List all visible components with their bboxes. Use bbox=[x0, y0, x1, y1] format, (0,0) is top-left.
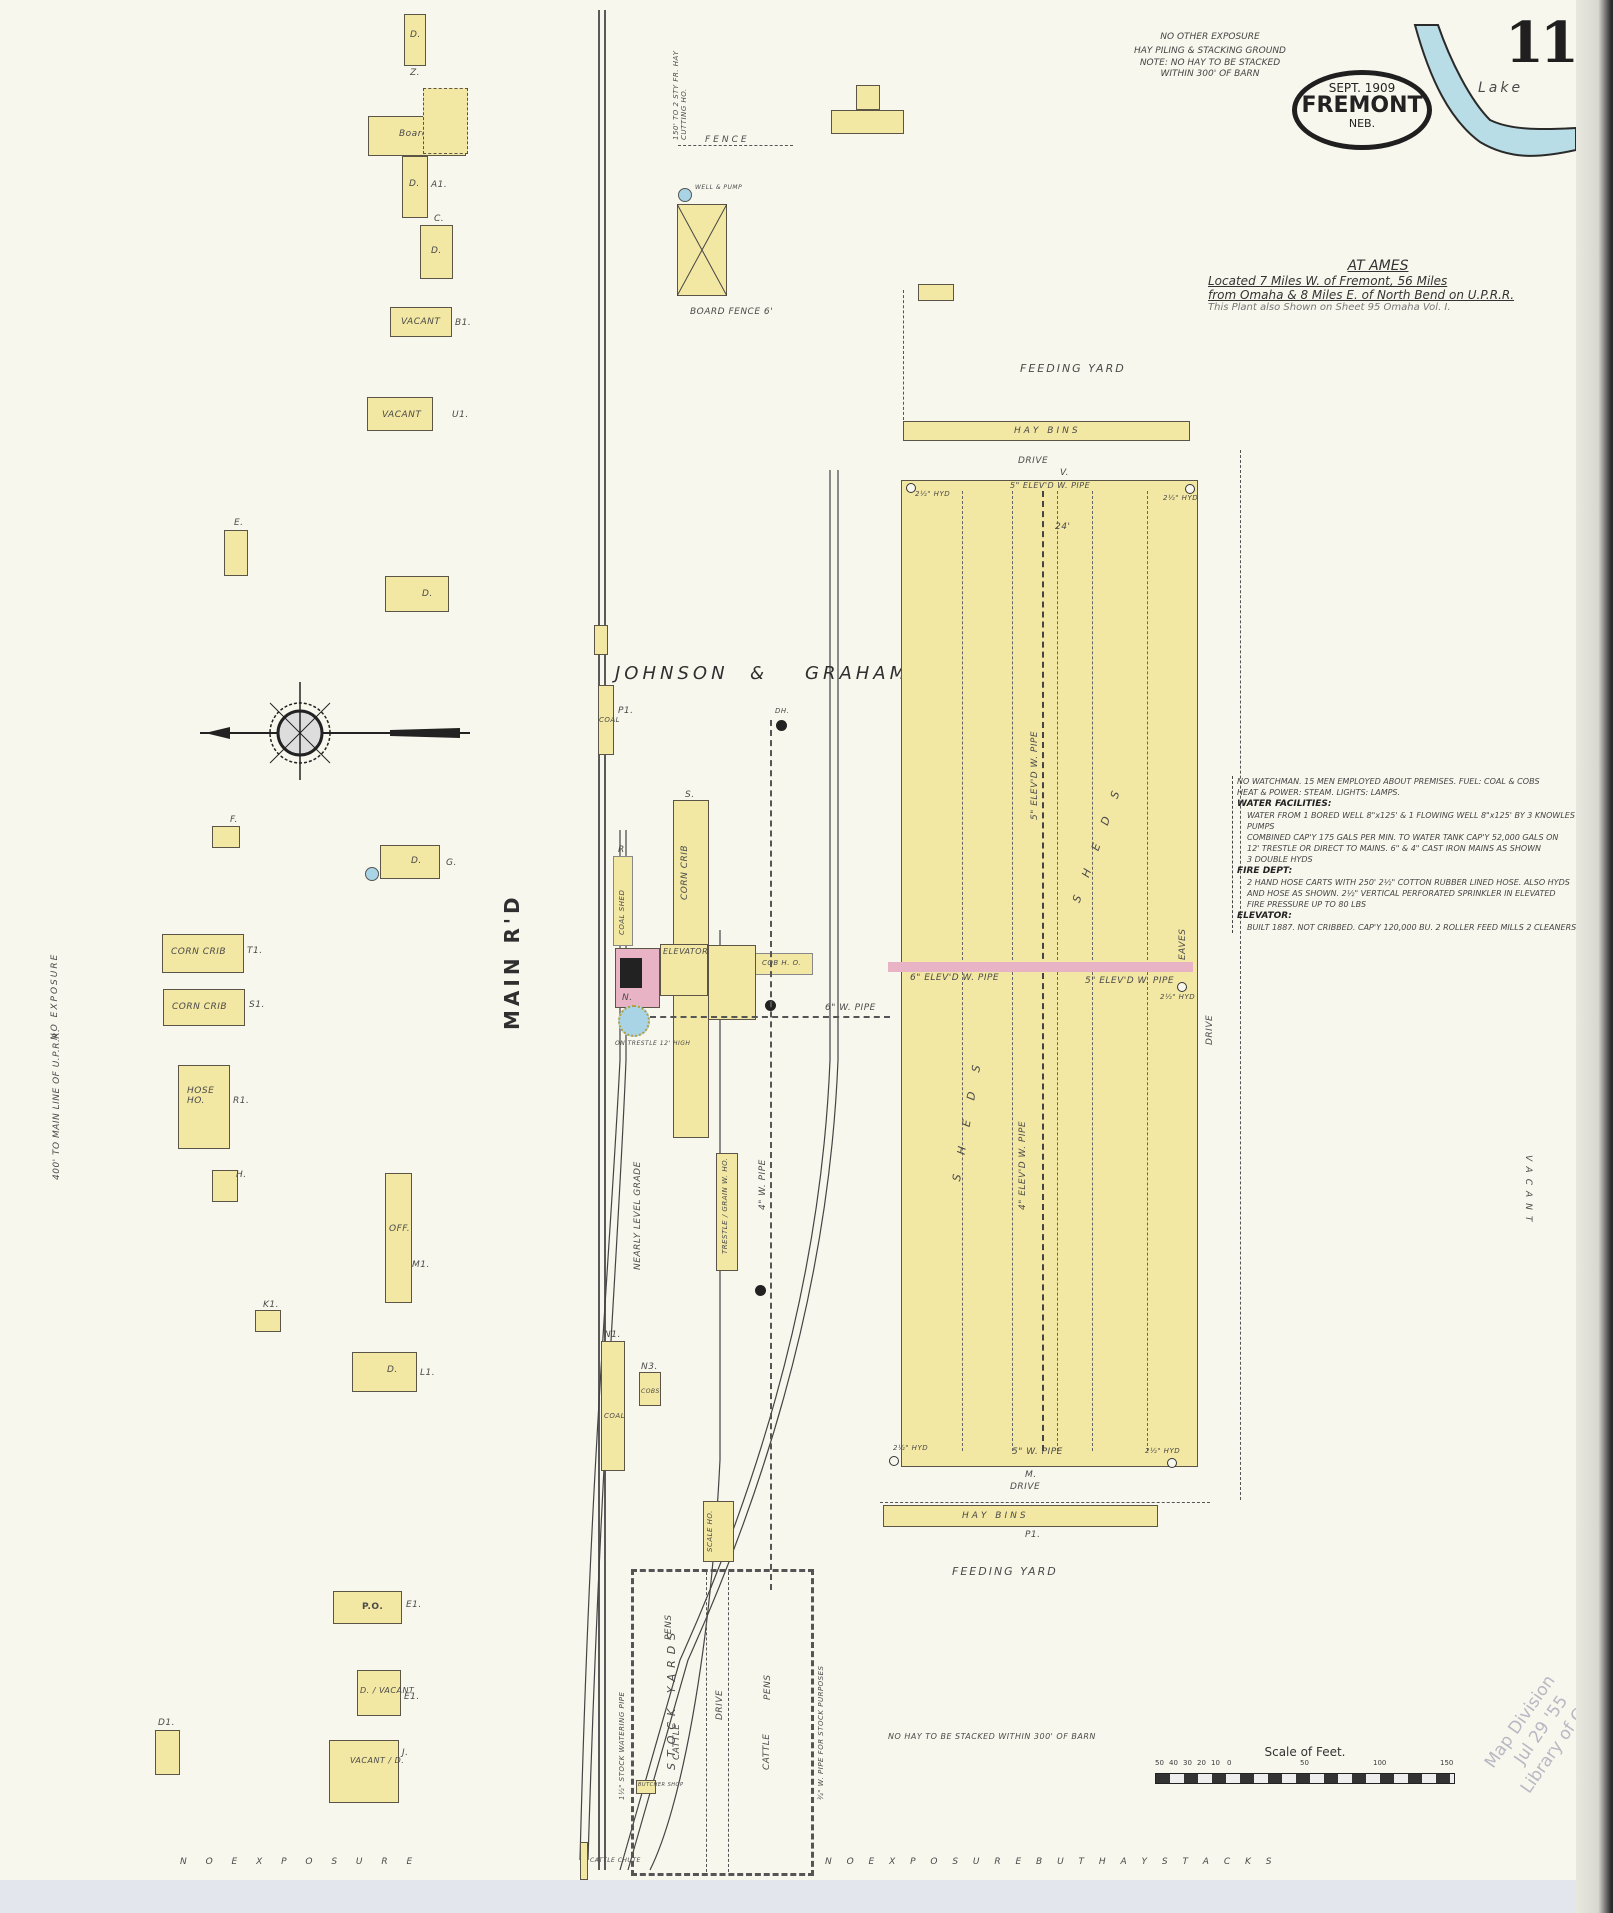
lake-label: Lake bbox=[1478, 80, 1524, 96]
station-title-2: & bbox=[750, 663, 769, 684]
compass-rose-icon bbox=[200, 682, 470, 780]
title-date: SEPT. 1909 bbox=[1328, 81, 1396, 95]
building-g: D. bbox=[380, 845, 440, 879]
building-d1 bbox=[155, 1730, 180, 1775]
fence-top bbox=[678, 145, 793, 146]
yard-fence bbox=[880, 1502, 1210, 1503]
building-z-top-annex bbox=[856, 85, 880, 110]
sheet-number: 11 bbox=[1505, 10, 1579, 76]
stock-yard-fence bbox=[631, 1569, 814, 1876]
building-z: D. bbox=[404, 14, 426, 66]
building-e bbox=[224, 530, 248, 576]
cattle-sheds bbox=[901, 480, 1198, 1467]
hydrant-icon bbox=[1185, 484, 1195, 494]
page-edge-bottom bbox=[0, 1880, 1576, 1913]
road-line-1 bbox=[598, 10, 600, 1870]
building-e1-vacant: D. / VACANT bbox=[357, 1670, 414, 1716]
road-label: MAIN R'D bbox=[500, 893, 524, 1030]
station-title-1: JOHNSON bbox=[615, 663, 729, 684]
building-coal-n1: COAL bbox=[601, 1341, 625, 1471]
location-note: AT AMES Located 7 Miles W. of Fremont, 5… bbox=[1208, 258, 1528, 313]
scale-title: Scale of Feet. bbox=[1264, 1745, 1346, 1759]
page-edge-right bbox=[1576, 0, 1613, 1913]
cross-mark-icon bbox=[677, 204, 727, 296]
building-c: D. bbox=[420, 225, 453, 279]
building-u1-vacant: VACANT bbox=[367, 397, 433, 431]
hydrant-icon bbox=[1177, 982, 1187, 992]
building-k1 bbox=[255, 1310, 281, 1332]
title-state: NEB. bbox=[1348, 117, 1376, 130]
building-z-top bbox=[831, 110, 904, 134]
boiler-icon bbox=[620, 958, 642, 988]
building-f bbox=[212, 826, 240, 848]
vertical-water-pipe bbox=[770, 720, 772, 1590]
scale-house: SCALE HO. bbox=[703, 1501, 734, 1562]
map-sheet: Lake 11 SEPT. 1909 FREMONT NEB. NO OTHER… bbox=[50, 10, 1613, 1880]
location-heading: AT AMES bbox=[1347, 258, 1409, 274]
hydrant-icon bbox=[889, 1456, 899, 1466]
well-pump-icon bbox=[678, 188, 692, 202]
building-d: D. bbox=[385, 576, 449, 612]
building-post-office: P.O. bbox=[333, 1591, 402, 1624]
elevator-building: ELEVATOR bbox=[660, 944, 708, 996]
grain-warehouse: TRESTLE / GRAIN W. HO. bbox=[716, 1153, 738, 1271]
elevator-annex bbox=[708, 945, 756, 1020]
well-pump-icon bbox=[365, 867, 379, 881]
top-notes: NO OTHER EXPOSURE HAY PILING & STACKING … bbox=[1134, 32, 1286, 79]
dh-marker bbox=[755, 1285, 766, 1296]
coal-shed bbox=[613, 856, 633, 946]
yard-fence-right bbox=[1240, 450, 1241, 1500]
lake-shape bbox=[1413, 24, 1576, 157]
building-m1: OFF. bbox=[385, 1173, 412, 1303]
hay-bins-bottom: HAY BINS bbox=[883, 1505, 1158, 1527]
building-coal-p1: COAL bbox=[598, 685, 620, 755]
building-q1 bbox=[594, 625, 608, 655]
cob-house: COB H. O. bbox=[755, 953, 813, 975]
water-tank-icon bbox=[618, 1005, 650, 1037]
building-b1-vacant: VACANT bbox=[390, 307, 452, 337]
plant-notes: NO WATCHMAN. 15 MEN EMPLOYED ABOUT PREMI… bbox=[1232, 776, 1577, 933]
building-a1: D. bbox=[402, 156, 428, 218]
cattle-chute-building bbox=[580, 1842, 588, 1880]
building-boarding-annex bbox=[423, 88, 468, 154]
dh-marker bbox=[776, 720, 787, 731]
station-title-3: GRAHAM bbox=[805, 663, 910, 684]
title-cartouche: SEPT. 1909 FREMONT NEB. bbox=[1292, 70, 1432, 150]
title-city: FREMONT bbox=[1301, 93, 1423, 118]
yard-fence-left bbox=[903, 290, 904, 420]
building-cobs-n3: COBS bbox=[639, 1372, 661, 1406]
building-l1: D. bbox=[352, 1352, 417, 1392]
hydrant-icon bbox=[906, 483, 916, 493]
hay-bins-top: HAY BINS bbox=[903, 421, 1190, 441]
hydrant-icon bbox=[1167, 1458, 1177, 1468]
building-z-small bbox=[918, 284, 954, 301]
building-j-vacant: VACANT / D. bbox=[329, 1740, 404, 1803]
building-r1-hose-house: HOSE HO. bbox=[178, 1065, 230, 1149]
building-s1-corn-crib: CORN CRIB bbox=[163, 989, 245, 1026]
building-h bbox=[212, 1170, 238, 1202]
butcher-shop bbox=[636, 1780, 656, 1794]
road-line-2 bbox=[604, 10, 606, 1870]
building-t1-corn-crib: CORN CRIB bbox=[162, 934, 244, 973]
elevated-pipe-band bbox=[888, 962, 1193, 972]
scale-bar: Scale of Feet. 50 40 30 20 10 0 50 100 1… bbox=[1155, 1745, 1455, 1784]
